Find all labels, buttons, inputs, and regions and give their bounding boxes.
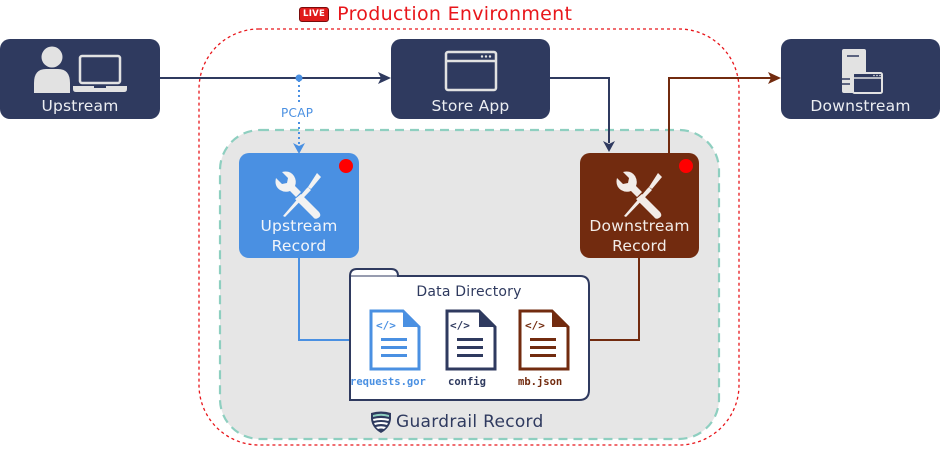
upstream-node[interactable]: Upstream bbox=[0, 39, 160, 119]
svg-text:</>: </> bbox=[525, 319, 545, 332]
tools-icon bbox=[616, 171, 662, 219]
upstream-record-label-line1: Upstream bbox=[260, 217, 338, 235]
edge-downstream-record-to-mbjson bbox=[578, 258, 640, 341]
file-name-mbjson: mb.json bbox=[518, 376, 563, 388]
edge-upstream-record-to-requests bbox=[298, 258, 360, 341]
arrowhead-store-app bbox=[378, 72, 391, 84]
arrowhead-downstream bbox=[768, 72, 781, 84]
production-environment-title: LIVE Production Environment bbox=[299, 2, 572, 26]
browser-window-icon bbox=[444, 50, 498, 92]
svg-text:</>: </> bbox=[376, 319, 396, 332]
production-environment-label: Production Environment bbox=[337, 3, 573, 25]
live-badge: LIVE bbox=[299, 6, 330, 22]
pcap-label: PCAP bbox=[281, 106, 314, 120]
svg-text:</>: </> bbox=[450, 319, 470, 332]
tools-icon bbox=[275, 171, 321, 219]
guardrail-record-label: Guardrail Record bbox=[396, 412, 544, 432]
data-directory-title: Data Directory bbox=[416, 284, 522, 300]
upstream-record-status-dot bbox=[339, 159, 353, 173]
arrowhead-downstream-record bbox=[603, 141, 615, 152]
store-app-node[interactable]: Store App bbox=[391, 39, 550, 119]
store-app-label: Store App bbox=[431, 97, 510, 115]
upstream-record-label-line2: Record bbox=[271, 237, 327, 255]
edge-store-app-to-downstream-record bbox=[550, 77, 610, 143]
downstream-label: Downstream bbox=[810, 97, 911, 115]
file-name-requests: requests.gor bbox=[350, 376, 426, 388]
downstream-record-node[interactable]: Downstream Record bbox=[580, 153, 699, 258]
file-name-config: config bbox=[448, 376, 486, 388]
arrowhead-upstream-record bbox=[293, 143, 305, 154]
shield-icon bbox=[371, 411, 391, 433]
downstream-node[interactable]: Downstream bbox=[781, 39, 940, 119]
code-file-icon[interactable]: </> bbox=[445, 309, 497, 371]
server-window-icon bbox=[842, 49, 883, 94]
pcap-tap-point bbox=[295, 74, 303, 82]
downstream-record-label-line2: Record bbox=[612, 237, 667, 255]
guardrail-record-title: Guardrail Record bbox=[369, 410, 544, 434]
code-file-icon[interactable]: </> bbox=[518, 309, 570, 371]
downstream-record-status-dot bbox=[679, 159, 693, 173]
production-environment-boundary bbox=[198, 28, 740, 446]
code-file-icon[interactable]: </> bbox=[369, 309, 421, 371]
downstream-record-label-line1: Downstream bbox=[589, 217, 690, 235]
upstream-label: Upstream bbox=[41, 97, 119, 115]
upstream-record-node[interactable]: Upstream Record bbox=[239, 153, 359, 258]
edge-downstream-record-to-downstream bbox=[668, 77, 771, 153]
user-laptop-icon bbox=[34, 46, 127, 93]
